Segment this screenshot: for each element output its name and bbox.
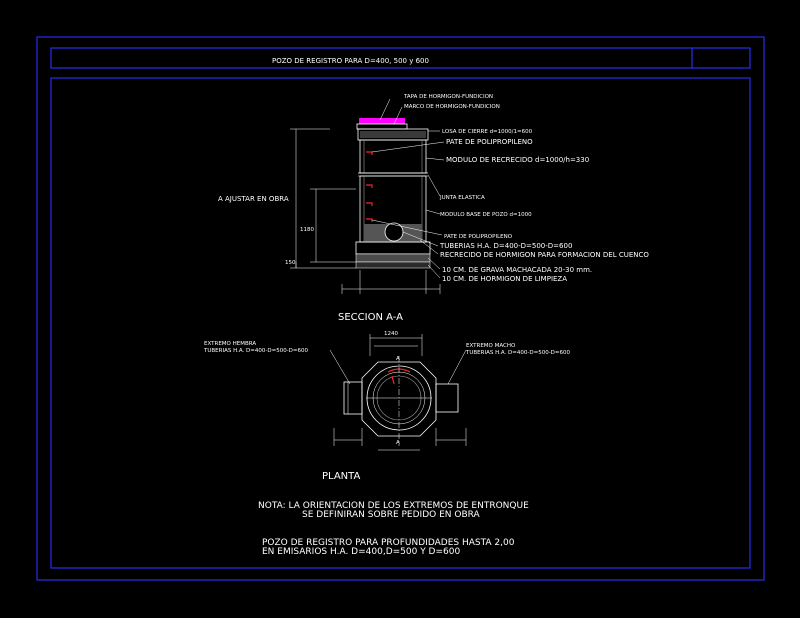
label-pate-1: PATE DE POLIPROPILENO <box>446 138 533 146</box>
label-tuberias-hembra: TUBERIAS H.A. D=400-D=500-D=600 <box>203 348 309 354</box>
sheet-title: POZO DE REGISTRO PARA D=400, 500 y 600 <box>272 57 429 65</box>
label-marco: MARCO DE HORMIGON-FUNDICION <box>404 104 500 110</box>
section-a-a: TAPA DE HORMIGON-FUNDICION MARCO DE HORM… <box>218 94 649 323</box>
pozo-line-1: POZO DE REGISTRO PARA PROFUNDIDADES HAST… <box>262 538 515 548</box>
nota-line-2: SE DEFINIRAN SOBRE PEDIDO EN OBRA <box>302 510 481 520</box>
plan-dim-bottom <box>333 428 467 451</box>
leader-macho <box>447 349 467 385</box>
plan-dim-width: 1240 <box>384 331 398 337</box>
label-hormigon: 10 CM. DE HORMIGON DE LIMPIEZA <box>442 275 567 283</box>
pate-step-1 <box>366 151 373 155</box>
dim-1180: 1180 <box>300 227 314 233</box>
drawing-area <box>50 77 751 569</box>
label-pate-2: PATE DE POLIPROPILENO <box>444 234 513 240</box>
label-junta: JUNTA ELASTICA <box>439 195 485 201</box>
label-recrecido: RECRECIDO DE HORMIGON PARA FORMACION DEL… <box>440 251 649 259</box>
label-modulo-base: MODULO BASE DE POZO d=1000 <box>440 212 532 218</box>
pate-step-2 <box>366 184 373 188</box>
pipe-macho <box>435 383 459 413</box>
losa-fill <box>360 131 426 138</box>
pipe-hembra <box>343 381 363 415</box>
plan-caption: PLANTA <box>322 471 360 482</box>
nota-line-1: NOTA: LA ORIENTACION DE LOS EXTREMOS DE … <box>258 501 529 511</box>
label-grava: 10 CM. DE GRAVA MACHACADA 20-30 mm. <box>442 266 592 274</box>
label-modulo-recrecido: MODULO DE RECRECIDO d=1000/h=330 <box>446 156 589 164</box>
dim-150: 150 <box>285 260 296 266</box>
base-slab <box>355 241 431 255</box>
label-losa: LOSA DE CIERRE d=1000/1=600 <box>442 129 533 135</box>
outer-frame <box>36 36 765 581</box>
plan-step-mark <box>391 375 395 385</box>
plan-dim-top <box>369 334 423 356</box>
label-extremo-macho: EXTREMO MACHO <box>466 343 516 349</box>
tapa-cover <box>359 118 405 124</box>
title-bar <box>50 47 751 69</box>
section-caption: SECCION A-A <box>338 312 403 323</box>
leader-hembra <box>329 349 351 385</box>
plan-view: 1240 A A EXTREMO HEMBRA TU <box>203 331 571 482</box>
pozo-line-2: EN EMISARIOS H.A. D=400,D=500 Y D=600 <box>262 547 460 557</box>
leader-lines <box>371 98 445 279</box>
pate-step-3 <box>366 202 373 206</box>
pate-step-4 <box>366 218 373 222</box>
marco-frame <box>356 123 408 130</box>
label-tuberias-macho: TUBERIAS H.A. D=400-D=500-D=600 <box>465 350 571 356</box>
cut-label-bottom: A <box>396 440 400 446</box>
pipe-section <box>384 222 404 242</box>
cut-label-top: A <box>396 356 400 362</box>
dim-ajustar: A AJUSTAR EN OBRA <box>218 195 289 203</box>
modulo-recrecido <box>359 139 427 174</box>
grava-layer <box>355 253 431 263</box>
section-dimensions <box>290 128 441 294</box>
notes: NOTA: LA ORIENTACION DE LOS EXTREMOS DE … <box>258 501 529 557</box>
label-tapa: TAPA DE HORMIGON-FUNDICION <box>403 94 493 100</box>
label-extremo-hembra: EXTREMO HEMBRA <box>204 341 256 347</box>
hormigon-limpieza-layer <box>355 261 431 269</box>
label-tuberias: TUBERIAS H.A. D=400-D=500-D=600 <box>439 242 572 250</box>
